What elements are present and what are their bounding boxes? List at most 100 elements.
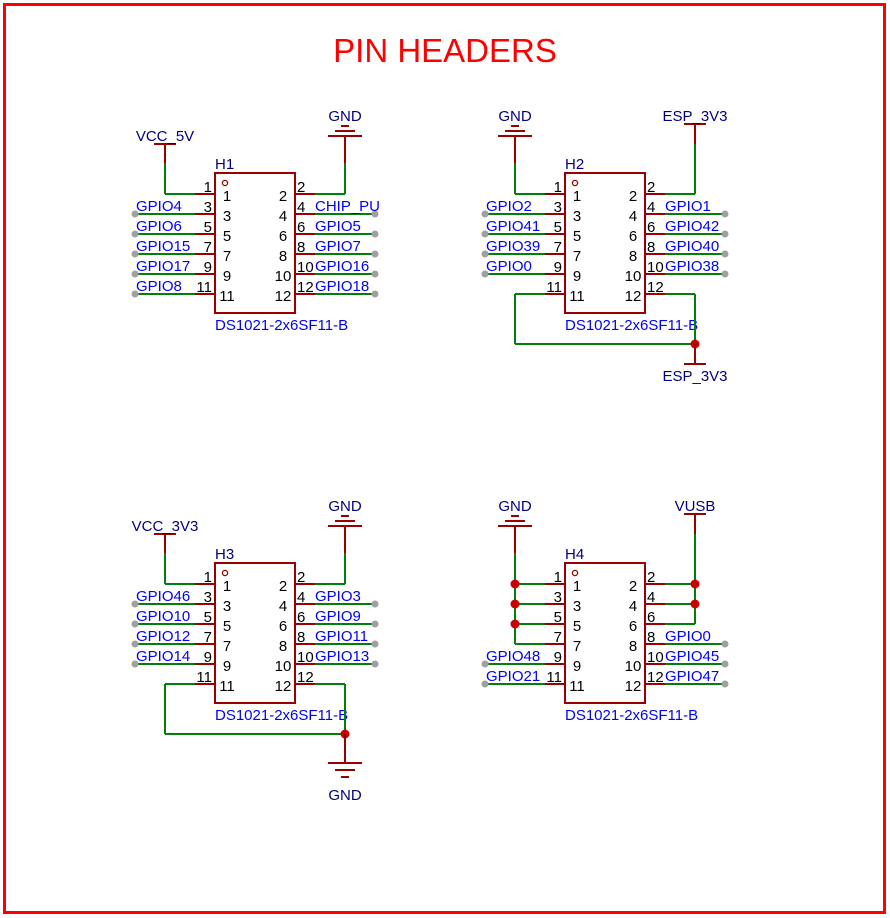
net-label: GPIO40 — [665, 238, 719, 255]
net-endpoint-icon — [131, 640, 139, 648]
pin-number-inner: 1 — [223, 188, 231, 205]
header-h4: H4DS1021-2x6SF11-B1133557799GPIO481111GP… — [481, 498, 729, 724]
pin-number-outer: 4 — [297, 589, 305, 606]
pin-number-inner: 3 — [573, 598, 581, 615]
pin-number-outer: 5 — [554, 609, 562, 626]
power-label: VUSB — [675, 498, 716, 515]
pin-number-inner: 6 — [279, 618, 287, 635]
pin-number-inner: 3 — [223, 208, 231, 225]
pin-number-outer: 3 — [204, 589, 212, 606]
pin-number-inner: 10 — [625, 658, 642, 675]
pin-number-outer: 1 — [554, 569, 562, 586]
pin-number-inner: 12 — [275, 678, 292, 695]
pin-number-inner: 8 — [279, 248, 287, 265]
pin-number-outer: 12 — [297, 279, 314, 296]
net-endpoint-icon — [721, 660, 729, 668]
net-endpoint-icon — [481, 230, 489, 238]
pin-number-outer: 6 — [297, 609, 305, 626]
net-endpoint-icon — [371, 600, 379, 608]
net-label: GPIO38 — [665, 258, 719, 275]
pin-number-outer: 9 — [204, 649, 212, 666]
pin-number-inner: 7 — [573, 248, 581, 265]
pin-number-inner: 2 — [279, 188, 287, 205]
pin-number-inner: 2 — [629, 578, 637, 595]
gnd-label: GND — [498, 108, 532, 125]
net-endpoint-icon — [371, 270, 379, 278]
net-endpoint-icon — [131, 270, 139, 278]
power-label: ESP_3V3 — [662, 108, 727, 125]
part-number-label: DS1021-2x6SF11-B — [565, 317, 698, 334]
pin1-marker-icon — [221, 179, 229, 187]
net-endpoint-icon — [481, 250, 489, 258]
pin-number-inner: 8 — [279, 638, 287, 655]
net-label: GPIO9 — [315, 608, 361, 625]
net-endpoint-icon — [371, 640, 379, 648]
header-body — [214, 172, 296, 314]
pin-number-outer: 1 — [204, 569, 212, 586]
net-endpoint-icon — [371, 230, 379, 238]
pin-number-inner: 6 — [629, 228, 637, 245]
sheet-title: PIN HEADERS — [333, 32, 557, 69]
net-endpoint-icon — [721, 230, 729, 238]
pin-number-outer: 3 — [204, 199, 212, 216]
pin-number-inner: 4 — [629, 208, 637, 225]
junction-dot-icon — [510, 579, 520, 589]
net-label: CHIP_PU — [315, 198, 380, 215]
junction-dot-icon — [690, 599, 700, 609]
net-label: GPIO14 — [136, 648, 190, 665]
gnd-label: GND — [328, 787, 362, 804]
net-endpoint-icon — [721, 210, 729, 218]
header-body — [214, 562, 296, 704]
header-h3: H3DS1021-2x6SF11-B1133GPIO4655GPIO1077GP… — [131, 498, 379, 804]
pin-number-outer: 6 — [297, 219, 305, 236]
pin-number-outer: 12 — [647, 669, 664, 686]
net-endpoint-icon — [721, 270, 729, 278]
pin-number-inner: 4 — [629, 598, 637, 615]
junction-dot-icon — [510, 599, 520, 609]
pin-number-inner: 11 — [569, 288, 585, 305]
pin-number-inner: 9 — [573, 268, 581, 285]
net-label: GPIO7 — [315, 238, 361, 255]
designator-label: H1 — [215, 156, 234, 173]
net-endpoint-icon — [371, 210, 379, 218]
net-label: GPIO4 — [136, 198, 182, 215]
net-label: GPIO12 — [136, 628, 190, 645]
net-endpoint-icon — [131, 210, 139, 218]
net-label: GPIO13 — [315, 648, 369, 665]
pin-number-outer: 5 — [204, 609, 212, 626]
pin-number-outer: 9 — [204, 259, 212, 276]
net-label: GPIO18 — [315, 278, 369, 295]
net-endpoint-icon — [371, 620, 379, 628]
pin-number-inner: 8 — [629, 248, 637, 265]
pin-number-outer: 8 — [297, 239, 305, 256]
net-endpoint-icon — [131, 250, 139, 258]
net-label: GPIO41 — [486, 218, 540, 235]
net-endpoint-icon — [371, 290, 379, 298]
junction-dot-icon — [690, 579, 700, 589]
pin-number-inner: 12 — [625, 678, 642, 695]
pin-number-outer: 7 — [204, 239, 212, 256]
net-endpoint-icon — [131, 290, 139, 298]
pin-number-inner: 12 — [625, 288, 642, 305]
pin-number-inner: 11 — [219, 678, 235, 695]
pin-number-inner: 10 — [275, 658, 292, 675]
pin-number-outer: 4 — [297, 199, 305, 216]
net-label: GPIO16 — [315, 258, 369, 275]
pin-number-inner: 10 — [275, 268, 292, 285]
pin-number-inner: 3 — [223, 598, 231, 615]
net-endpoint-icon — [481, 270, 489, 278]
pin-number-inner: 12 — [275, 288, 292, 305]
net-label: GPIO5 — [315, 218, 361, 235]
net-label: GPIO17 — [136, 258, 190, 275]
gnd-label: GND — [328, 498, 362, 515]
gnd-label: GND — [498, 498, 532, 515]
net-label: GPIO21 — [486, 668, 540, 685]
net-label: GPIO10 — [136, 608, 190, 625]
pin-number-outer: 8 — [647, 239, 655, 256]
header-h1: H1DS1021-2x6SF11-B1133GPIO455GPIO677GPIO… — [131, 108, 380, 334]
pin-number-inner: 2 — [629, 188, 637, 205]
pin-number-inner: 11 — [569, 678, 585, 695]
designator-label: H4 — [565, 546, 584, 563]
pin-number-outer: 8 — [297, 629, 305, 646]
